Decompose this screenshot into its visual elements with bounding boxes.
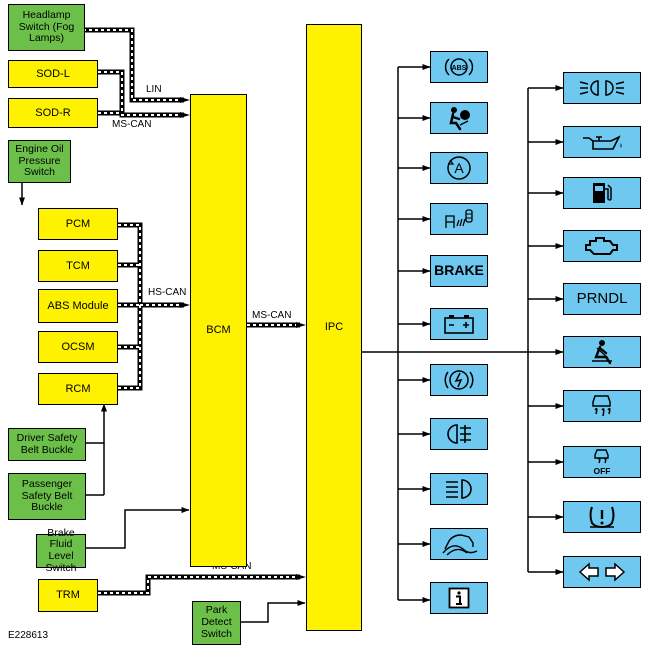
traction-control-icon [442,534,478,556]
lin-label: LIN [146,84,162,95]
oil-pressure-icon [583,135,622,150]
check-engine-indicator [563,230,641,262]
ipc-box: IPC [306,24,362,631]
pcm-box: PCM [38,208,118,240]
park-detect-switch-box: Park Detect Switch [192,601,241,645]
low-fuel-indicator [563,177,641,209]
ms-can-label-bcm-ipc: MS-CAN [252,310,292,321]
passenger-safety-belt-buckle-box: Passenger Safety Belt Buckle [8,473,86,520]
position-lamps-icon [579,80,625,96]
prndl-text: PRNDL [576,289,628,307]
svg-text:A: A [454,160,464,176]
stability-control-indicator [563,390,641,422]
sod-l-box: SOD-L [8,60,98,88]
abs-warning-indicator: ABS [430,51,488,83]
parking-brake-icon [444,370,474,390]
sod-r-box: SOD-R [8,98,98,128]
turn-signal-icon [578,562,626,582]
hs-can-bus-line [118,222,190,391]
tcm-box: TCM [38,250,118,282]
stability-off-indicator: OFF [563,446,641,478]
rear-fog-icon [447,424,471,444]
airbag-indicator [430,102,488,134]
stability-control-icon [592,395,611,417]
check-engine-icon [585,237,618,255]
rcm-box: RCM [38,373,118,405]
brake-text: BRAKE [434,262,484,279]
auto-hold-indicator: A [430,152,488,184]
ocsm-box: OCSM [38,331,118,363]
oil-pressure-indicator [563,126,641,158]
occupant-sensor-icon [445,209,473,228]
occupant-sensor-indicator [430,203,488,235]
engine-oil-pressure-switch-box: Engine Oil Pressure Switch [8,140,71,183]
figure-id: E228613 [8,630,49,641]
traction-control-indicator [430,528,488,560]
tire-pressure-icon [589,506,615,529]
battery-icon [444,315,474,334]
hs-can-label: HS-CAN [148,287,187,298]
headlamp-icon [446,479,472,499]
ms-can-sod-line [98,69,190,118]
turn-signal-indicator [563,556,641,588]
lin-bus-line [83,27,190,103]
driver-safety-belt-buckle-box: Driver Safety Belt Buckle [8,428,86,461]
abs-icon: ABS [444,58,474,76]
trm-box: TRM [38,579,98,612]
svg-text:ABS: ABS [452,65,467,72]
hardwire-lines [19,64,564,623]
off-label: OFF [594,466,611,476]
auto-hold-icon: A [447,156,471,180]
ms-can-trm-line [98,574,306,596]
bcm-box: BCM [190,94,247,567]
headlamp-switch-box: Headlamp Switch (Fog Lamps) [8,4,85,51]
seatbelt-icon [592,340,612,365]
airbag-icon [449,107,470,131]
ms-can-label-top: MS-CAN [112,119,152,130]
position-lamps-indicator [563,72,641,104]
stability-off-icon: OFF [594,449,611,476]
info-icon [448,587,470,609]
information-indicator [430,582,488,614]
ms-can-bcm-ipc-line [247,322,306,328]
brake-fluid-level-switch-box: Brake Fluid Level Switch [36,527,86,574]
headlamp-indicator [430,473,488,505]
seatbelt-indicator [563,336,641,368]
rear-fog-lamp-indicator [430,418,488,450]
fuel-icon [593,183,612,203]
brake-warning-indicator: BRAKE [430,255,488,287]
abs-module-box: ABS Module [38,289,118,323]
parking-brake-indicator [430,364,488,396]
prndl-indicator: PRNDL [563,283,641,315]
battery-indicator [430,308,488,340]
tire-pressure-indicator [563,501,641,533]
